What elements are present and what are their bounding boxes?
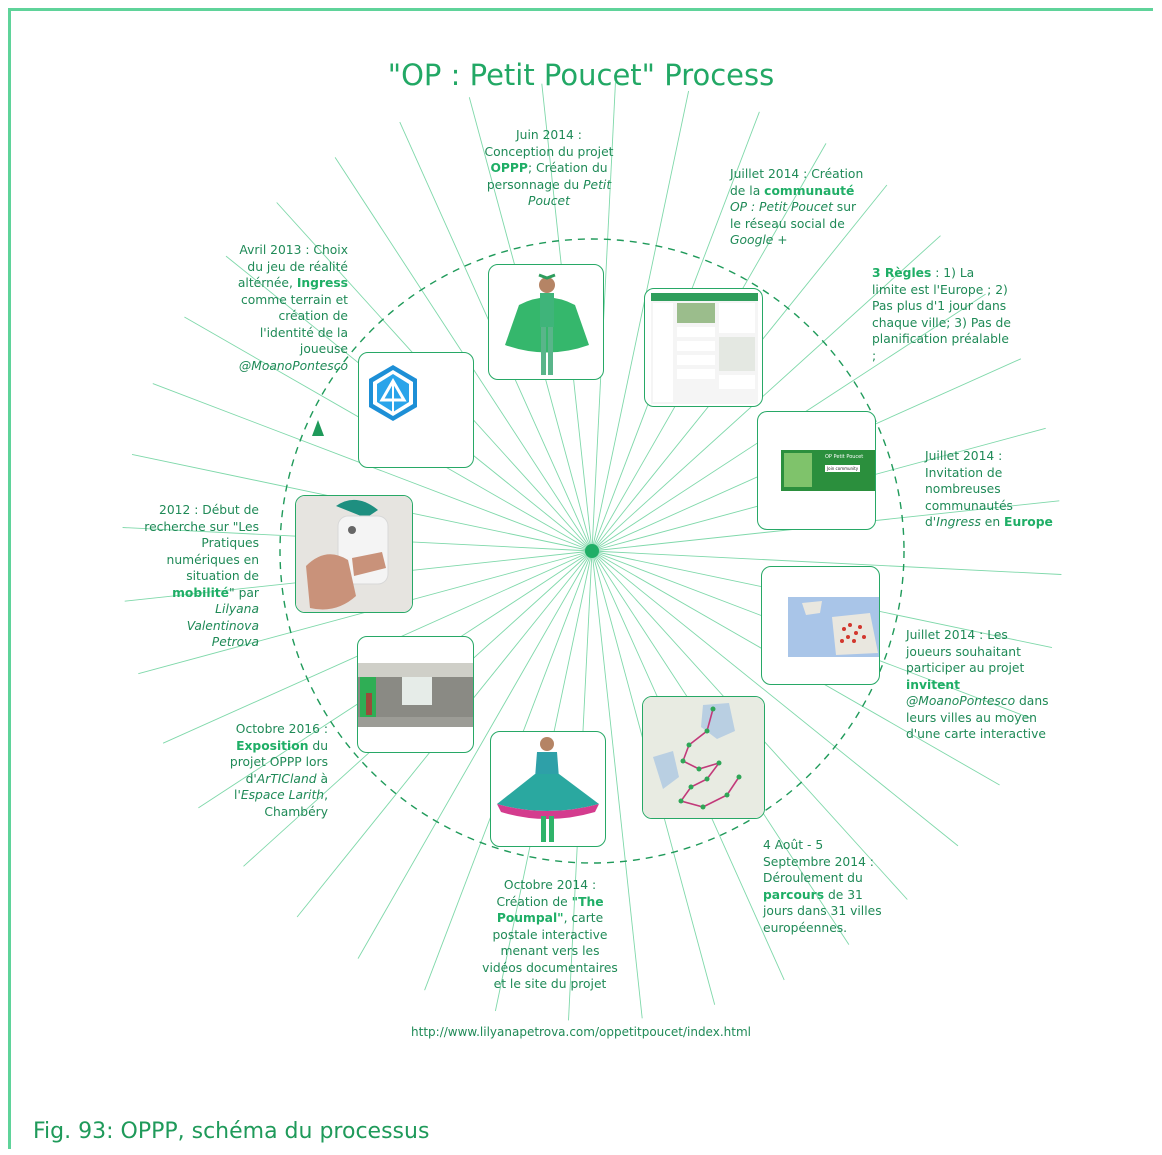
milestone-text-part: comme terrain et création de l'identité … [240,292,348,357]
hub-center [585,544,599,558]
milestone-oct-2016: Octobre 2016 : Exposition du projet OPPP… [228,721,328,820]
phone-in-hand-photo [296,496,412,612]
figure-caption: Fig. 93: OPPP, schéma du processus [33,1119,430,1144]
milestone-text-part: OP : Petit Poucet [730,200,833,214]
community-avatar [784,453,812,487]
milestone-text-part: Exposition [236,738,309,753]
community-banner: OP Petit Poucet Join community [781,450,875,491]
card-google-plus-screenshot [644,288,763,407]
milestone-text-part: Avril 2013 : Choix du jeu de réalité alt… [237,243,348,290]
milestone-text-part: 4 Août - 5 Septembre 2014 : Déroulement … [763,838,874,885]
petit-poucet-character-photo [505,273,589,375]
milestone-text-part: 3 Règles [872,266,932,280]
community-name: OP Petit Poucet [825,454,864,460]
milestone-jul-2014-invites: Juillet 2014 : Les joueurs souhaitant pa… [906,627,1056,743]
card-ingress-logo [358,352,474,468]
milestone-text-part: de 31 jours dans 31 villes européennes. [763,887,882,935]
project-url: http://www.lilyanapetrova.com/oppetitpou… [411,1025,751,1039]
milestone-jul-2014-invitation: Juillet 2014 : Invitation de nombreuses … [925,448,1055,531]
card-route-map [642,696,765,819]
milestone-text-part: ; Création du personnage du [486,161,608,192]
milestone-text-part: Juin 2014 : Conception du projet [484,128,614,159]
radial-line [357,550,593,959]
milestone-text-part: Juillet 2014 : Les joueurs souhaitant pa… [906,628,1025,675]
page-frame [8,8,1153,1149]
milestone-text-part: ArTICland [256,771,317,786]
milestone-text-part: Juillet 2014 : Invitation de nombreuses … [925,449,1013,529]
milestone-text-part: Octobre 2016 : [235,722,328,736]
milestone-text-part: , Chambéry [264,788,328,819]
milestone-text-part: @MoanoPontesco [906,694,1016,708]
milestone-text-part: 2012 : Début de recherche sur "Les Prati… [144,503,259,583]
milestone-oct-2014: Octobre 2014 : Création de "The Poumpal"… [480,877,620,993]
card-phone-photo [295,495,413,613]
milestone-text-part: invitent [906,677,961,692]
europe-route-map [643,697,764,818]
milestone-text-part: , carte postale interactive menant vers … [482,911,618,991]
interactive-invite-map [764,597,879,657]
milestone-text-part: Lilyana Valentinova Petrova [186,602,259,649]
milestone-text-part: : 1) La limite est l'Europe ; 2) Pas plu… [872,266,1011,363]
card-poumpal-costume-photo [490,731,606,847]
milestone-apr-2013: Avril 2013 : Choix du jeu de réalité alt… [224,242,348,374]
milestone-text-part: "The Poumpal" [496,894,604,926]
milestone-text-part: Ingress [296,276,348,290]
milestone-aug-sep-2014: 4 Août - 5 Septembre 2014 : Déroulement … [763,837,891,936]
milestone-text-part: sur le réseau social de [730,200,857,231]
radial-line [591,90,690,552]
cycle-arrow-icon [312,420,324,436]
milestone-text-part: dans leurs villes au moyen d'une carte i… [906,694,1049,741]
radial-line [591,550,959,847]
poumpal-costume-photo [497,737,599,842]
card-exhibition-photo [357,636,474,753]
milestone-text-part: Juillet 2014 : Création de la [730,167,864,198]
join-community-button: Join community [825,465,861,472]
radial-line [591,550,643,1019]
milestone-text-part: communauté [764,183,855,198]
milestone-text-part: @MoanoPontesco [238,358,348,373]
diagram-title: "OP : Petit Poucet" Process [387,58,775,92]
milestone-text-part: OPPP [490,161,528,175]
milestone-text-part: Espace Larith [240,788,325,802]
milestone-jun-2014: Juin 2014 : Conception du projet OPPP; C… [484,127,614,210]
radial-line [591,550,1062,575]
milestone-text-part: mobilité [172,585,230,600]
radial-line [591,235,941,552]
card-character-photo [488,264,604,380]
process-cycle-circle [279,238,905,864]
milestone-three-rules: 3 Règles : 1) La limite est l'Europe ; 2… [872,265,1012,364]
milestone-text-part: " par [229,585,259,600]
milestone-text-part: Europe [1004,515,1053,529]
milestone-2012: 2012 : Début de recherche sur "Les Prati… [140,502,259,651]
milestone-text-part: du projet OPPP lors d' [229,738,328,786]
google-plus-community-screenshot [651,293,758,404]
card-invite-map [761,566,880,685]
milestone-text-part: en [980,515,1005,529]
exhibition-room-photo [358,663,473,727]
milestone-text-part: Google + [730,233,788,247]
milestone-jul-2014-community: Juillet 2014 : Création de la communauté… [730,166,866,249]
card-community-banner: OP Petit Poucet Join community [757,411,876,530]
ingress-logo-icon [369,365,417,421]
milestone-text-part: Ingress [936,515,981,529]
milestone-text-part: à l' [234,771,328,803]
milestone-text-part: parcours [763,887,825,902]
milestone-text-part: Petit Poucet [528,177,612,209]
milestone-text-part: Octobre 2014 : Création de [496,878,597,909]
